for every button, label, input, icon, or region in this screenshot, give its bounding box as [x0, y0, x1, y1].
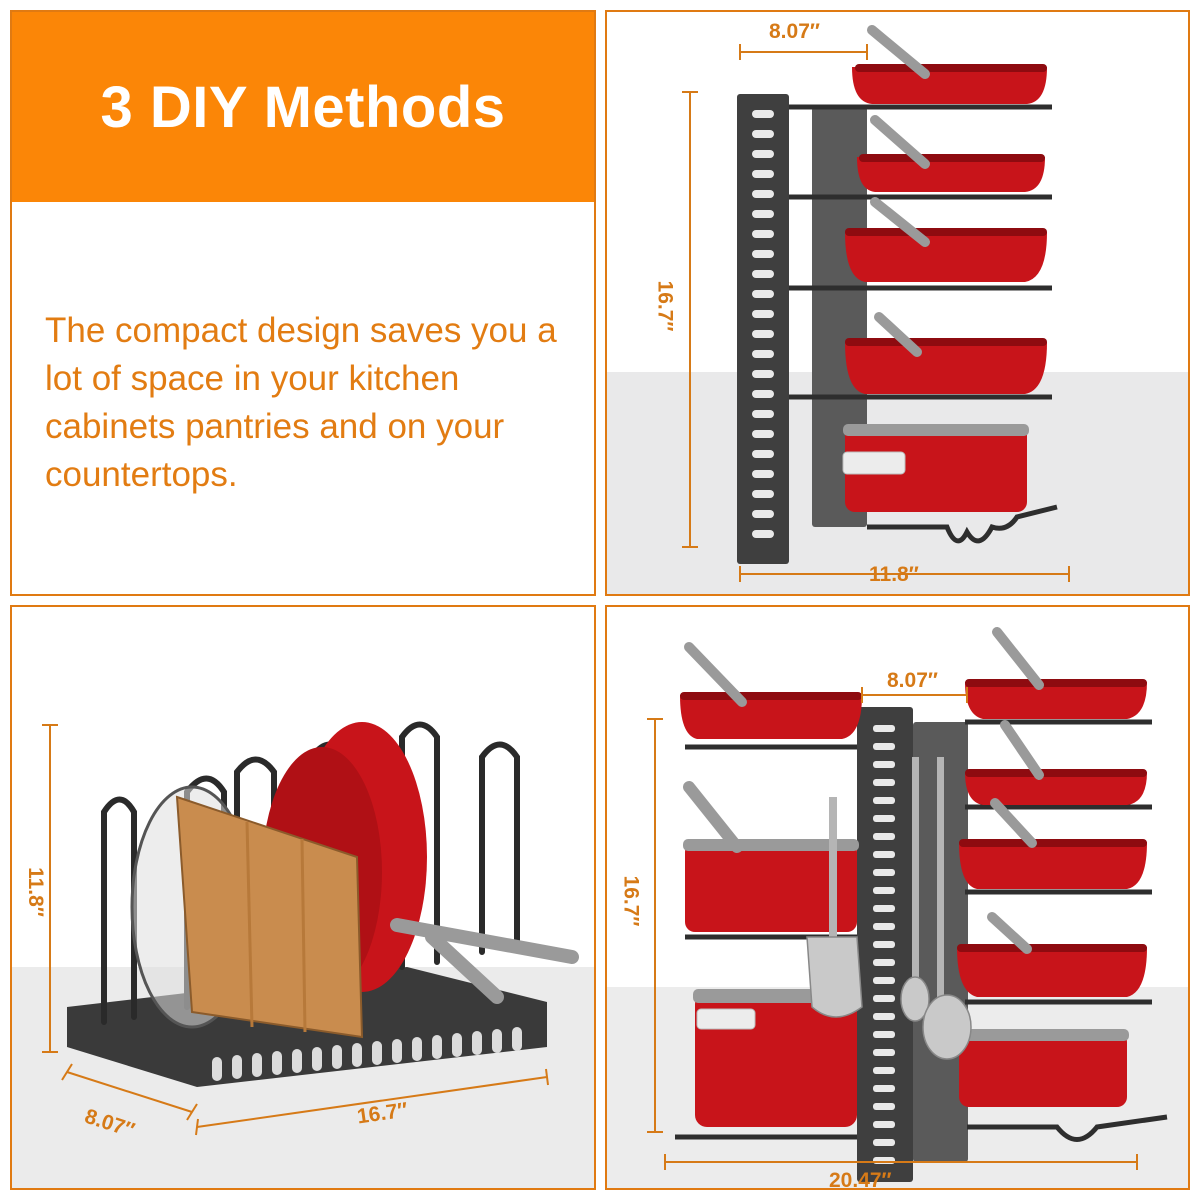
double-tower-panel: 8.07″ 16.7″ 20.47″	[605, 605, 1190, 1190]
lid-rack-illustration	[12, 721, 594, 1188]
lid-rack-panel: 11.8″ 8.07″ 16.7″	[10, 605, 596, 1190]
double-tower-bottom-width-label: 20.47″	[829, 1169, 892, 1190]
tower-height-label: 16.7″	[653, 280, 677, 332]
double-tower-top-width-label: 8.07″	[887, 669, 938, 692]
page-title: 3 DIY Methods	[100, 74, 506, 140]
title-banner: 3 DIY Methods	[12, 12, 594, 202]
lid-rack-height-label: 11.8″	[23, 867, 47, 917]
double-tower-height-label: 16.7″	[619, 875, 643, 927]
intro-panel: 3 DIY Methods The compact design saves y…	[10, 10, 596, 596]
description-text: The compact design saves you a lot of sp…	[45, 311, 557, 494]
double-tower-illustration	[607, 627, 1188, 1188]
tower-rack-panel: 8.07″ 16.7″ 11.8″	[605, 10, 1190, 596]
tower-rack-illustration	[607, 25, 1188, 594]
tower-bottom-width-label: 11.8″	[869, 563, 919, 586]
tower-top-width-label: 8.07″	[769, 20, 820, 43]
